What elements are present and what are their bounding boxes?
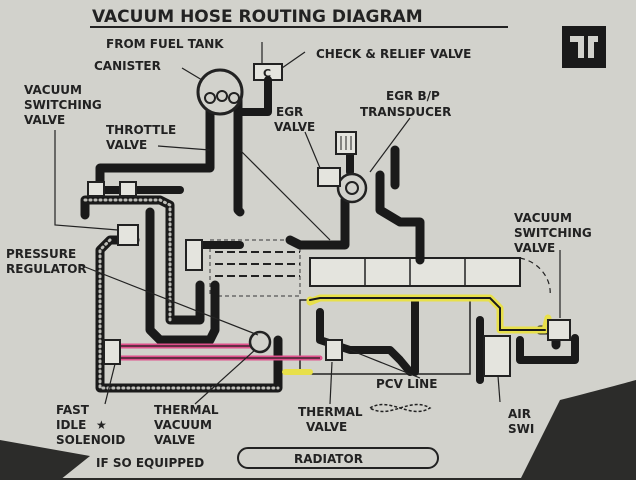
leader-lines: [54, 42, 561, 405]
label-vsv-right-1: VACUUM: [514, 211, 572, 225]
radiator: RADIATOR: [237, 447, 439, 469]
label-egr-bp-2: TRANSDUCER: [360, 105, 451, 119]
label-vsv-right-2: SWITCHING: [514, 226, 592, 240]
pressure-regulator: [117, 224, 203, 271]
vacuum-hoses: [80, 95, 579, 393]
engine-block: [299, 257, 551, 375]
photo-shadow-left: [0, 440, 90, 480]
label-tvv-2: VACUUM: [154, 418, 212, 432]
label-fast-idle-2: IDLE: [56, 418, 86, 432]
cooling-fan: [368, 403, 432, 413]
star-mark: ★: [96, 418, 107, 432]
thermal-valve: [325, 339, 343, 361]
label-thermal-valve-2: VALVE: [306, 420, 347, 434]
check-valve-mark: C: [263, 67, 271, 80]
label-fast-idle-1: FAST: [56, 403, 90, 417]
label-egr-bp-1: EGR B/P: [386, 89, 440, 103]
thermal-vacuum-valve: [248, 330, 272, 354]
label-pcv-line: PCV LINE: [376, 377, 437, 391]
radiator-label: RADIATOR: [294, 452, 363, 466]
photo-shadow-corner: [520, 380, 636, 480]
vacuum-switching-valve-left: [87, 181, 137, 197]
label-thermal-valve-1: THERMAL: [298, 405, 363, 419]
label-vsv-left-1: VACUUM: [24, 83, 82, 97]
label-egr-valve-2: VALVE: [274, 120, 315, 134]
label-vsv-left-2: SWITCHING: [24, 98, 102, 112]
diagram-title: VACUUM HOSE ROUTING DIAGRAM: [92, 7, 423, 27]
label-vsv-right-3: VALVE: [514, 241, 555, 255]
egr-bp-transducer: [317, 167, 341, 187]
label-pressure-regulator-1: PRESSURE: [6, 247, 76, 261]
label-from-fuel-tank: FROM FUEL TANK: [106, 37, 224, 51]
intake-manifold: [209, 239, 301, 297]
label-canister: CANISTER: [94, 59, 161, 73]
label-tvv-3: VALVE: [154, 433, 195, 447]
label-air-switch-1: AIR: [508, 407, 531, 421]
check-relief-valve: C: [236, 63, 283, 116]
isuzu-logo-icon: [562, 26, 606, 68]
label-throttle-valve-2: VALVE: [106, 138, 147, 152]
egr-valve: [335, 131, 368, 204]
air-switch: [483, 335, 511, 377]
label-fast-idle-3: SOLENOID: [56, 433, 125, 447]
label-check-relief-valve: CHECK & RELIEF VALVE: [316, 47, 471, 61]
label-throttle-valve-1: THROTTLE: [106, 123, 176, 137]
label-vsv-left-3: VALVE: [24, 113, 65, 127]
label-egr-valve-1: EGR: [276, 105, 303, 119]
label-if-so-equipped: IF SO EQUIPPED: [96, 456, 204, 470]
vacuum-switching-valve-right: [547, 319, 571, 341]
label-air-switch-2: SWI: [508, 422, 534, 436]
label-pressure-regulator-2: REGULATOR: [6, 262, 87, 276]
canister: [196, 68, 244, 116]
label-tvv-1: THERMAL: [154, 403, 219, 417]
highlight-yellow-hose-core: [309, 297, 546, 331]
fast-idle-solenoid: [103, 339, 121, 365]
